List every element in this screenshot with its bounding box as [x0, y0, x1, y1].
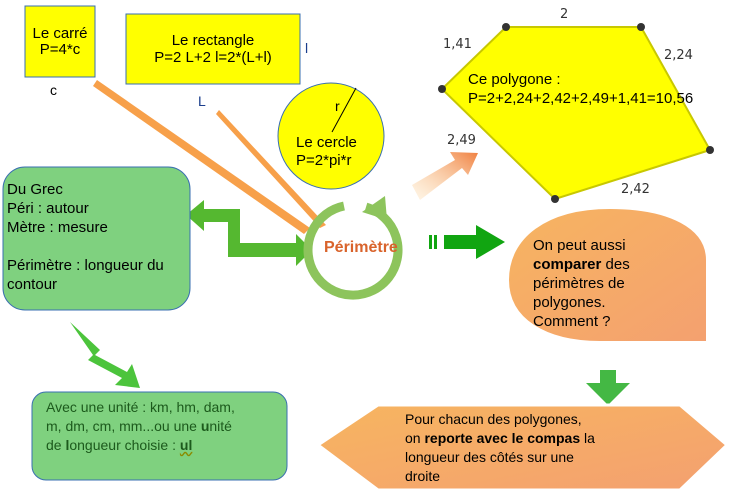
arrow-to-polygon — [412, 152, 478, 200]
compare-bubble-shape — [500, 200, 714, 349]
circle-radius-label: r — [335, 98, 340, 114]
rectangle-shape — [125, 13, 301, 85]
radius-line — [331, 87, 357, 133]
unit-line-1: Avec une unité : km, hm, dam, — [46, 399, 235, 415]
arrow-to-bubble — [429, 225, 505, 259]
polygon-side-lower-left: 2,49 — [447, 133, 476, 148]
rectangle-width-label: l — [305, 40, 309, 56]
unit-box-shape — [31, 391, 288, 481]
unit-bold-l: l — [65, 437, 70, 453]
bubble-line-1: On peut aussi — [533, 237, 626, 254]
center-label: Périmètre — [324, 239, 398, 256]
method-line-2: on — [405, 430, 425, 446]
circle-shape — [277, 82, 385, 190]
unit-line-2-end: nité — [209, 418, 232, 434]
bubble-line-2-end: des — [601, 256, 630, 273]
down-arrow-icon — [586, 370, 630, 405]
square-side-label: c — [50, 82, 57, 98]
unit-bold-u: u — [200, 418, 210, 434]
etymology-line: Mètre : mesure — [7, 219, 108, 236]
polygon-side-bottom: 2,42 — [621, 182, 650, 197]
polygon-side-right: 2,24 — [664, 48, 693, 63]
double-arrow-icon — [186, 200, 312, 266]
polygon-title: Ce polygone : — [468, 71, 561, 88]
arrow-to-square — [93, 80, 310, 234]
square-shape — [24, 5, 96, 78]
bubble-line-3: périmètres de — [533, 275, 625, 292]
unit-line-3-mid: ongueur choisie : — [69, 437, 180, 453]
etymology-line: Du Grec — [7, 181, 63, 198]
unit-abbreviation: ul — [179, 437, 193, 453]
etymology-line: Péri : autour — [7, 200, 89, 217]
polygon-vertices — [438, 23, 714, 203]
etymology-line: Périmètre : longueur du contour — [7, 257, 164, 293]
zigzag-arrow-icon — [70, 322, 140, 388]
etymology-line — [7, 237, 187, 256]
bubble-line-4: polygones. — [533, 294, 606, 311]
polygon-formula: P=2+2,24+2,42+2,49+1,41=10,56 — [468, 90, 694, 107]
square-formula: P=4*c — [39, 41, 81, 58]
circle-title: Le cercle — [296, 134, 357, 151]
cycle-ring-icon — [303, 201, 403, 300]
unit-line-3: de — [46, 437, 66, 453]
bubble-bold-compare: comparer — [533, 256, 602, 273]
rectangle-formula: P=2 L+2 l=2*(L+l) — [154, 49, 272, 66]
method-bold: reporte avec le compas — [424, 430, 581, 446]
square-title: Le carré — [32, 25, 88, 42]
arrow-to-rectangle — [216, 110, 326, 228]
method-line-2-end: la — [580, 430, 595, 446]
method-line-4: droite — [405, 468, 441, 484]
bubble-line-5: Comment ? — [533, 313, 611, 330]
ring-arrowhead — [362, 196, 387, 220]
method-hexagon — [315, 403, 729, 492]
unit-line-2: m, dm, cm, mm...ou une — [46, 418, 201, 434]
polygon-side-upper-left: 1,41 — [443, 37, 472, 52]
method-line-3: longueur des côtés sur une — [405, 449, 574, 465]
etymology-box — [2, 166, 191, 311]
polygon-side-top: 2 — [560, 7, 569, 22]
rectangle-title: Le rectangle — [171, 32, 255, 49]
method-line-1: Pour chacun des polygones, — [405, 411, 582, 427]
circle-formula: P=2*pi*r — [296, 152, 352, 169]
polygon-shape — [440, 26, 712, 201]
rectangle-length-label: L — [198, 93, 206, 109]
